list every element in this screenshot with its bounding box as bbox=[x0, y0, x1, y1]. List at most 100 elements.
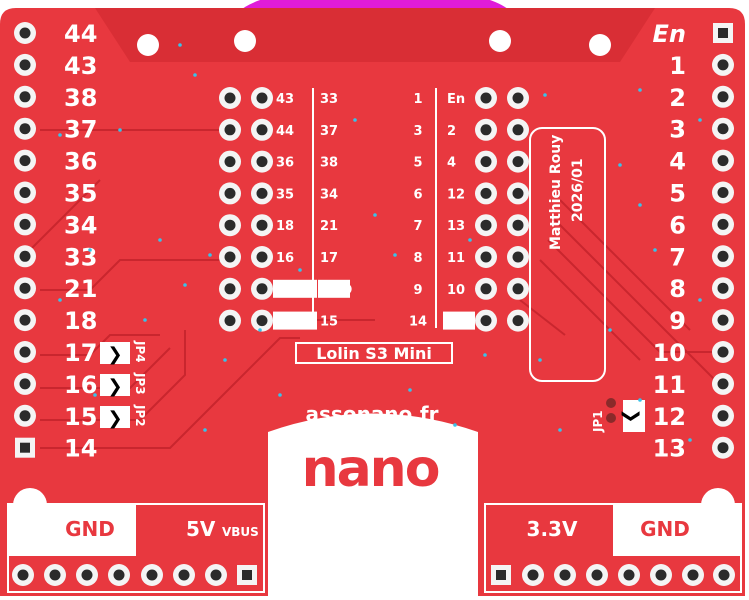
module-pin-pad bbox=[507, 309, 529, 332]
via bbox=[638, 88, 642, 92]
mid-label-left: 37 bbox=[320, 124, 338, 139]
right-header-label: 10 bbox=[653, 339, 686, 367]
left-header-label: 17 bbox=[64, 339, 97, 367]
left-header-label: 38 bbox=[64, 84, 97, 112]
module-pin-pad bbox=[475, 87, 497, 109]
module-pin-pad bbox=[475, 214, 497, 237]
header-pad bbox=[712, 53, 734, 76]
via bbox=[278, 393, 282, 397]
mid-label-left: 17 bbox=[320, 251, 338, 266]
jumper-label-jp3: JP3 bbox=[133, 372, 147, 395]
module-pin-pad bbox=[219, 214, 241, 237]
right-header-label: 8 bbox=[669, 275, 686, 303]
via bbox=[698, 118, 702, 122]
module-pin-pad bbox=[507, 118, 529, 141]
mount-hole bbox=[137, 34, 159, 56]
via bbox=[203, 428, 207, 432]
header-pad bbox=[712, 181, 734, 204]
mid-label-right: 5 bbox=[413, 156, 422, 171]
module-pin-pad bbox=[251, 309, 273, 332]
author-box bbox=[529, 127, 606, 382]
via bbox=[208, 253, 212, 257]
right-header-label: 1 bbox=[669, 52, 686, 80]
module-label-box bbox=[295, 342, 453, 364]
header-pad bbox=[712, 309, 734, 332]
mid-label-left: 15 bbox=[320, 315, 338, 330]
header-pad bbox=[712, 149, 734, 172]
left-header-label: 37 bbox=[64, 116, 97, 144]
label-3v3: 3.3V bbox=[527, 517, 578, 541]
inner-pin-label-right: 2 bbox=[447, 124, 456, 139]
via bbox=[638, 398, 642, 402]
left-header-label: 15 bbox=[64, 403, 97, 431]
inner-pin-label-right: 12 bbox=[447, 187, 465, 202]
left-header-label: 16 bbox=[64, 371, 97, 399]
inner-pin-label-right: En bbox=[447, 92, 465, 107]
header-pad bbox=[14, 309, 36, 332]
via bbox=[183, 283, 187, 287]
header-pad bbox=[14, 213, 36, 236]
terminal-pad bbox=[713, 564, 735, 586]
right-header-label: 11 bbox=[653, 371, 686, 399]
jumper-jp4[interactable]: ❯ JP4 bbox=[100, 340, 147, 365]
inner-pin-label-left: 35 bbox=[276, 187, 294, 202]
module-label: Lolin S3 Mini bbox=[316, 344, 432, 363]
via bbox=[158, 238, 162, 242]
pcb-outline bbox=[0, 8, 745, 596]
website-label: assonano.fr bbox=[306, 402, 439, 426]
label-5v: 5V bbox=[186, 517, 216, 541]
left-header-label: 21 bbox=[64, 275, 97, 303]
inner-pin-label-left: VBus bbox=[276, 315, 313, 330]
header-pad bbox=[712, 372, 734, 395]
terminal-pad bbox=[173, 564, 195, 586]
header-pad bbox=[14, 372, 36, 395]
module-pin-pad bbox=[251, 246, 273, 268]
left-header-label: 14 bbox=[64, 435, 97, 463]
via bbox=[483, 353, 487, 357]
inner-pin-label-right: 11 bbox=[447, 251, 465, 266]
via bbox=[178, 43, 182, 47]
header-pad bbox=[712, 213, 734, 236]
right-header-label: 6 bbox=[669, 211, 686, 239]
left-header-label: 43 bbox=[64, 52, 97, 80]
header-pad bbox=[14, 245, 36, 268]
mid-label-left: GND bbox=[320, 283, 353, 298]
terminal-pad bbox=[491, 565, 511, 585]
via bbox=[688, 438, 692, 442]
header-pad bbox=[712, 117, 734, 140]
header-pad bbox=[712, 341, 734, 363]
via bbox=[638, 203, 642, 207]
mid-label-right: 7 bbox=[413, 219, 422, 234]
terminal-pad bbox=[237, 565, 257, 585]
jumper-jp1[interactable]: ❯ JP1 bbox=[591, 398, 645, 433]
header-pad bbox=[14, 404, 36, 427]
via bbox=[618, 163, 622, 167]
inner-pin-label-left: GND bbox=[276, 283, 309, 298]
author-date: 2026/01 bbox=[570, 158, 586, 222]
svg-text:❯: ❯ bbox=[107, 376, 122, 397]
module-pin-pad bbox=[251, 182, 273, 205]
module-pin-pad bbox=[475, 118, 497, 141]
module-pin-pad bbox=[251, 277, 273, 300]
jumper-jp2[interactable]: ❯ JP2 bbox=[100, 404, 147, 429]
module-pin-pad bbox=[219, 118, 241, 141]
header-pad bbox=[712, 277, 734, 300]
inner-pin-label-right: 10 bbox=[447, 283, 465, 298]
module-pin-pad bbox=[507, 182, 529, 205]
term-block-left bbox=[7, 503, 265, 593]
jumper-jp3[interactable]: ❯ JP3 bbox=[100, 372, 147, 397]
left-header-label: 18 bbox=[64, 307, 97, 335]
right-header-label: 13 bbox=[653, 435, 686, 463]
jumper-label-jp1: JP1 bbox=[591, 410, 605, 433]
via bbox=[58, 298, 62, 302]
header-pad bbox=[14, 53, 36, 76]
mid-label-right: 8 bbox=[413, 251, 422, 266]
module-pin-pad bbox=[507, 246, 529, 268]
mount-hole bbox=[234, 30, 256, 52]
terminal-pad bbox=[141, 564, 163, 586]
label-gnd-right: GND bbox=[640, 517, 690, 541]
inner-pin-label-left: 36 bbox=[276, 156, 294, 171]
module-pin-pad bbox=[219, 246, 241, 268]
module-pin-pad bbox=[475, 309, 497, 332]
